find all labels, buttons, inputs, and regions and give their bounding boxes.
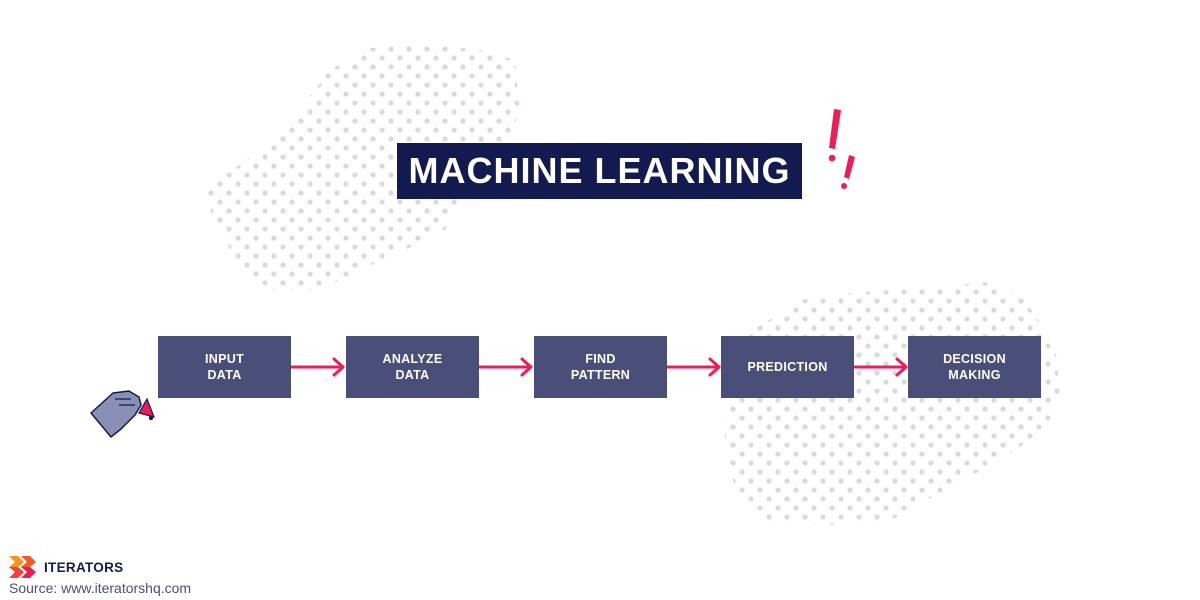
arrow-right-icon <box>289 357 345 377</box>
exclamation-marks-icon <box>828 109 855 189</box>
brand-name: ITERATORS <box>44 559 124 575</box>
hand-holding-pen-icon <box>90 390 155 438</box>
step-analyze-data: ANALYZE DATA <box>346 336 479 398</box>
dot-cloud-top <box>205 45 520 290</box>
step-find-pattern: FIND PATTERN <box>534 336 667 398</box>
step-prediction: PREDICTION <box>721 336 854 398</box>
iterators-logo-icon <box>9 556 36 578</box>
arrow-right-icon <box>665 357 721 377</box>
step-decision-making: DECISION MAKING <box>908 336 1041 398</box>
arrow-right-icon <box>853 357 908 377</box>
arrow-right-icon <box>477 357 533 377</box>
source-caption: Source: www.iteratorshq.com <box>9 580 192 596</box>
diagram-title: MACHINE LEARNING <box>397 143 802 199</box>
iterators-logo: ITERATORS <box>9 556 123 578</box>
step-input-data: INPUT DATA <box>158 336 291 398</box>
